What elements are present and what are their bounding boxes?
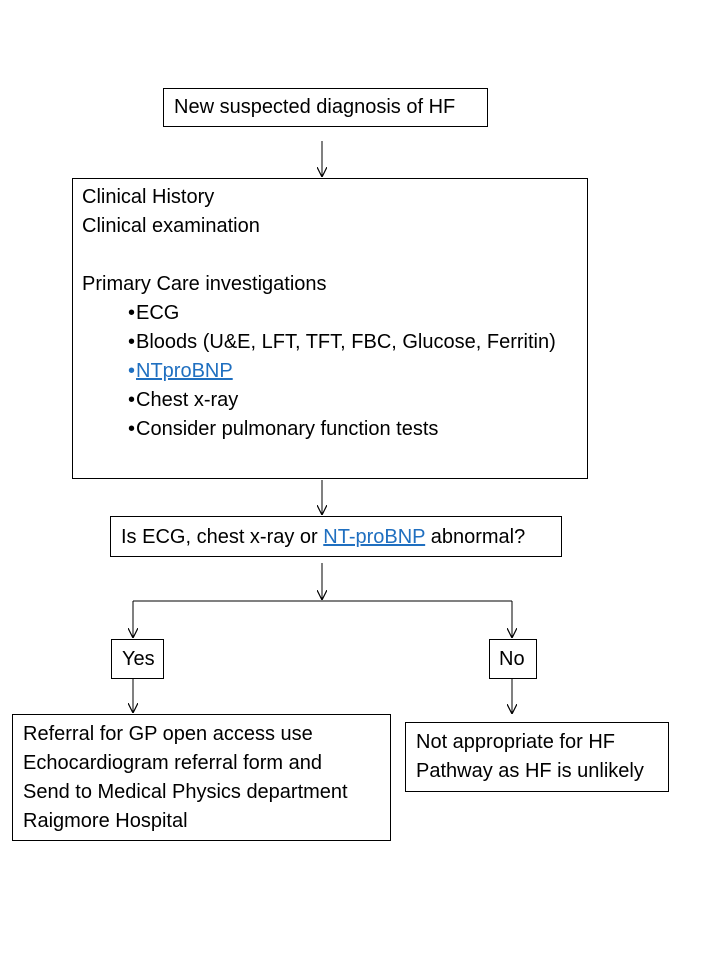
investigations-heading: Primary Care investigations <box>82 273 327 295</box>
yes-label: Yes <box>122 648 155 670</box>
referral-line-3: Send to Medical Physics department <box>23 781 348 803</box>
not-appropriate-line-1: Not appropriate for HF <box>416 731 615 753</box>
start-text: New suspected diagnosis of HF <box>174 96 456 118</box>
referral-line-1: Referral for GP open access use <box>23 723 313 745</box>
referral-box: Referral for GP open access use Echocard… <box>12 714 391 841</box>
item-pulmonary-tests: •Consider pulmonary function tests <box>128 418 439 440</box>
bullet-icon: • <box>128 302 136 324</box>
no-label: No <box>499 648 525 670</box>
bullet-icon: • <box>128 331 136 353</box>
referral-line-4: Raigmore Hospital <box>23 810 188 832</box>
not-appropriate-line-2: Pathway as HF is unlikely <box>416 760 644 782</box>
question-box: Is ECG, chest x-ray or NT-proBNP abnorma… <box>110 516 562 557</box>
assessment-box: Clinical History Clinical examination Pr… <box>72 178 588 479</box>
bullet-icon: • <box>128 418 136 440</box>
bullet-icon: • <box>128 360 136 382</box>
nt-probnp-link[interactable]: NT-proBNP <box>323 526 426 548</box>
start-box: New suspected diagnosis of HF <box>163 88 488 127</box>
bullet-icon: • <box>128 389 136 411</box>
ntprobnp-link[interactable]: NTproBNP <box>136 360 233 382</box>
not-appropriate-box: Not appropriate for HF Pathway as HF is … <box>405 722 669 792</box>
no-box: No <box>489 639 537 679</box>
question-text: Is ECG, chest x-ray or NT-proBNP abnorma… <box>121 526 526 548</box>
clinical-examination: Clinical examination <box>82 215 260 237</box>
item-ecg: •ECG <box>128 302 180 324</box>
item-chest-xray: •Chest x-ray <box>128 389 239 411</box>
clinical-history: Clinical History <box>82 186 215 208</box>
yes-box: Yes <box>111 639 164 679</box>
item-ntprobnp[interactable]: •NTproBNP <box>82 357 587 386</box>
referral-line-2: Echocardiogram referral form and <box>23 752 323 774</box>
item-bloods: •Bloods (U&E, LFT, TFT, FBC, Glucose, Fe… <box>128 331 556 353</box>
blank-line <box>82 241 587 270</box>
